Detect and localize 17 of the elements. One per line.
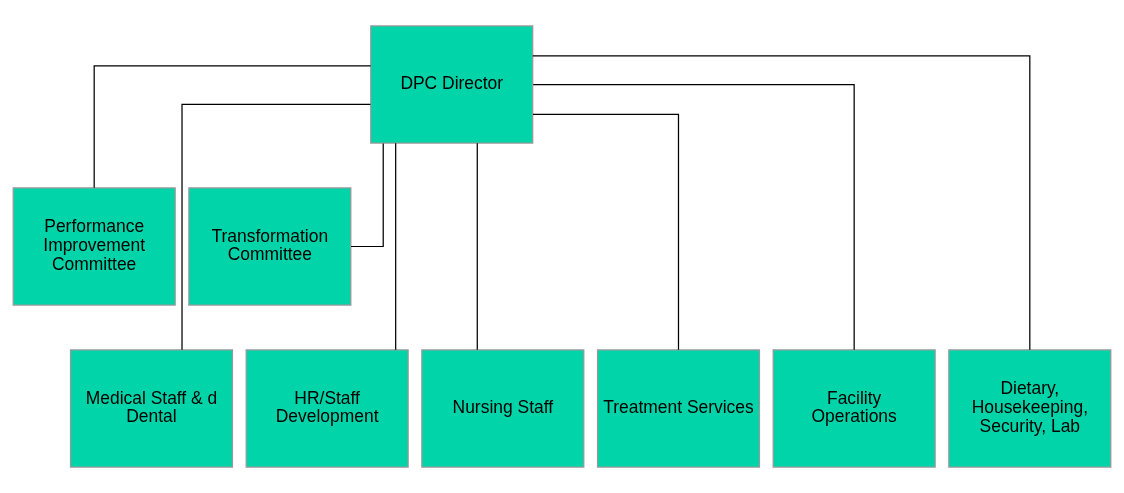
connector: [532, 83, 855, 351]
node-box: Facility Operations: [772, 349, 936, 468]
node-box: DPC Director: [370, 25, 534, 144]
node-box: Dietary, Housekeeping, Security, Lab: [948, 349, 1112, 468]
connector: [93, 65, 372, 189]
node-box: Medical Staff & d Dental: [69, 349, 234, 468]
node-box: Performance Improvement Committee: [12, 187, 176, 306]
connector: [532, 113, 680, 351]
node-box: HR/Staff Development: [245, 349, 409, 468]
connector: [181, 103, 372, 351]
node-box: Nursing Staff: [421, 349, 585, 468]
node-box: Treatment Services: [596, 349, 761, 468]
connector: [476, 142, 478, 351]
node-box: Transformation Committee: [188, 187, 352, 306]
connector: [532, 55, 1031, 351]
connector: [350, 142, 384, 248]
connector: [395, 142, 397, 351]
